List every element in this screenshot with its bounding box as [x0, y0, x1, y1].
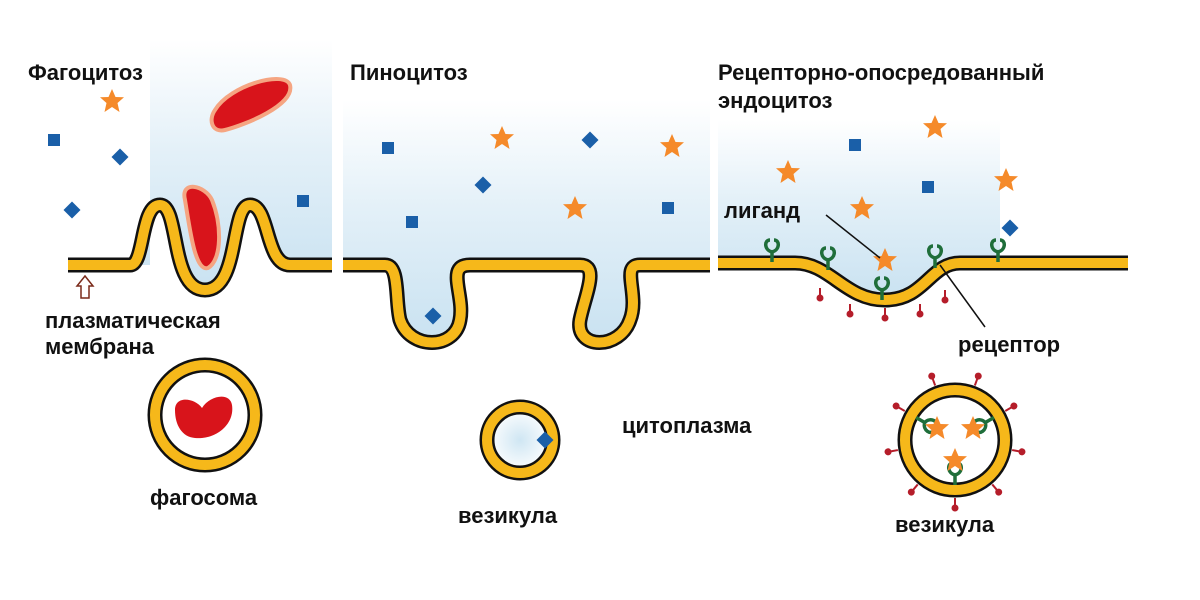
label-membrane-line2: мембрана	[45, 334, 154, 359]
plasma-membrane-phagocytosis	[68, 197, 332, 298]
title-receptor-line2: эндоцитоз	[718, 88, 833, 113]
receptor-pointer	[939, 264, 986, 328]
title-phagocytosis: Фагоцитоз	[28, 60, 143, 85]
label-cytoplasm: цитоплазма	[622, 413, 752, 438]
pinocytic-vesicle	[479, 399, 561, 481]
label-membrane-line1: плазматическая	[45, 308, 221, 333]
up-arrow-icon	[75, 274, 95, 299]
title-receptor-line1: Рецепторно-опосредованный	[718, 60, 1045, 85]
coated-vesicle	[882, 370, 1028, 513]
label-vesicle-receptor: везикула	[895, 512, 995, 537]
phagosome	[147, 357, 263, 473]
ligand-pointer	[825, 214, 881, 259]
label-ligand: лиганд	[724, 198, 801, 223]
plasma-membrane-pinocytosis	[343, 257, 710, 350]
title-pinocytosis: Пиноцитоз	[350, 60, 468, 85]
bacterium-engulfing	[182, 184, 222, 271]
label-phagosome: фагосома	[150, 485, 258, 510]
label-receptor: рецептор	[958, 332, 1061, 357]
bacterium	[209, 77, 293, 133]
label-vesicle-pino: везикула	[458, 503, 558, 528]
